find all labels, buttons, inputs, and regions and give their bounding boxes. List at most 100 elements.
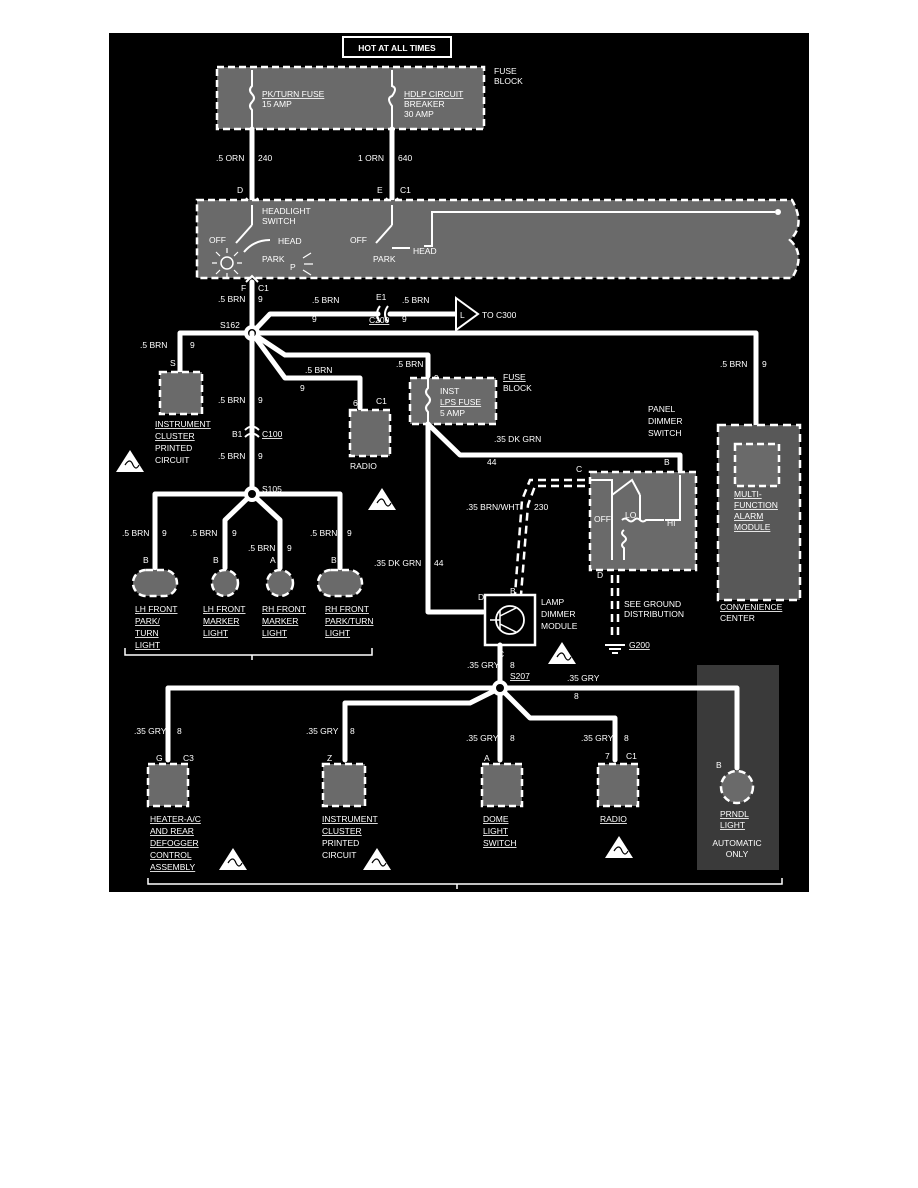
bottom-3-label-3: SWITCH bbox=[483, 838, 517, 848]
lamp-symbol-icon bbox=[220, 256, 234, 270]
fuse-pk-turn-label-2: 15 AMP bbox=[262, 99, 292, 109]
s207-right-circuit: 8 bbox=[574, 691, 579, 701]
fuse-pk-turn-symbol bbox=[249, 70, 255, 127]
radio-top-conn: C1 bbox=[376, 396, 387, 406]
lamp-dimmer-label-3: MODULE bbox=[541, 621, 578, 631]
s105-label: S105 bbox=[262, 484, 282, 494]
prndl-label-2: LIGHT bbox=[720, 820, 745, 830]
ground-label-2: DISTRIBUTION bbox=[624, 609, 684, 619]
c100-label: C100 bbox=[262, 429, 283, 439]
esd-icon bbox=[548, 642, 576, 664]
bottom-1-label-1: HEATER-A/C bbox=[150, 814, 201, 824]
wire-to-radio-bottom bbox=[497, 685, 618, 763]
headlight-switch-label-1: HEADLIGHT bbox=[262, 206, 311, 216]
light-1-label-1: LH FRONT bbox=[135, 604, 178, 614]
conv-wire-size: .5 BRN bbox=[720, 359, 747, 369]
park-rays-icon bbox=[302, 252, 313, 276]
panel-dimmer-hi: HI bbox=[667, 518, 676, 528]
inst-fuse-block-1: FUSE bbox=[503, 372, 526, 382]
rh-front-park-turn-light bbox=[316, 568, 364, 598]
wire-8-size: .35 GRY bbox=[467, 660, 500, 670]
switch-head-2: HEAD bbox=[413, 246, 437, 256]
conv-center-1: CONVENIENCE bbox=[720, 602, 783, 612]
panel-dimmer-off: OFF bbox=[594, 514, 611, 524]
prndl-label-1: PRNDL bbox=[720, 809, 749, 819]
wire-to-rh-park bbox=[249, 491, 343, 571]
heater-ac-defogger-control bbox=[146, 762, 190, 808]
radio-top-circuit: 9 bbox=[300, 383, 305, 393]
lights-bracket bbox=[124, 648, 373, 660]
automatic-only-1: AUTOMATIC bbox=[712, 838, 761, 848]
light-3-label-3: LIGHT bbox=[262, 628, 287, 638]
fuse-block-label-2: BLOCK bbox=[494, 76, 523, 86]
wire-44-to-panel-dimmer bbox=[425, 421, 683, 473]
light-2-label-1: LH FRONT bbox=[203, 604, 246, 614]
circuit-breaker-symbol bbox=[388, 70, 396, 127]
light-4-label-2: PARK/TURN bbox=[325, 616, 374, 626]
light-4-size: .5 BRN bbox=[310, 528, 337, 538]
wire-8-circuit: 8 bbox=[510, 660, 515, 670]
c200-label: C200 bbox=[369, 315, 390, 325]
panel-dimmer-pin-d: D bbox=[597, 570, 603, 580]
fuse-pk-turn-label-1: PK/TURN FUSE bbox=[262, 89, 325, 99]
lh-front-marker-light bbox=[210, 568, 240, 598]
cluster-top-pin: S bbox=[170, 358, 176, 368]
inst-fuse-symbol bbox=[425, 378, 431, 424]
hot-label: HOT AT ALL TIMES bbox=[358, 43, 436, 53]
radio-top-label: RADIO bbox=[350, 461, 377, 471]
inst-fuse-label-2: LPS FUSE bbox=[440, 397, 481, 407]
headlight-switch bbox=[195, 198, 800, 280]
fuse-block bbox=[215, 65, 486, 131]
lamp-dimmer-pin-b: B bbox=[510, 586, 516, 596]
s207-label: S207 bbox=[510, 671, 530, 681]
light-1-size: .5 BRN bbox=[122, 528, 149, 538]
bottom-3-circuit: 8 bbox=[510, 733, 515, 743]
wire-230-size: .35 BRN/WHT bbox=[466, 502, 520, 512]
light-2-pin: B bbox=[213, 555, 219, 565]
bottom-bracket bbox=[147, 878, 783, 889]
bottom-3-size: .35 GRY bbox=[466, 733, 499, 743]
light-2-circuit: 9 bbox=[232, 528, 237, 538]
wire-to-heater bbox=[165, 685, 503, 763]
c300-arrow-letter: L bbox=[460, 310, 465, 320]
radio-top-pin: 6 bbox=[353, 398, 358, 408]
radio-top-size: .5 BRN bbox=[305, 365, 332, 375]
wire-230 bbox=[513, 478, 585, 596]
wire-44-to-lamp-dimmer bbox=[425, 421, 486, 615]
inst-fuse-size: .5 BRN bbox=[396, 359, 423, 369]
esd-icon bbox=[605, 836, 633, 858]
light-1-label-3: TURN bbox=[135, 628, 159, 638]
esd-icon bbox=[363, 848, 391, 870]
switch-park-1: PARK bbox=[262, 254, 285, 264]
radio-top bbox=[348, 408, 392, 458]
b1-label: B1 bbox=[232, 429, 243, 439]
inst-fuse-label-3: 5 AMP bbox=[440, 408, 465, 418]
prndl-light bbox=[719, 769, 755, 805]
wire-240-size: .5 ORN bbox=[216, 153, 244, 163]
wire-to-radio-top bbox=[249, 330, 363, 411]
conv-label-4: MODULE bbox=[734, 522, 771, 532]
dome-light-switch bbox=[480, 762, 524, 808]
switch-arc-1 bbox=[243, 239, 271, 253]
conn-c1-bottom: C1 bbox=[258, 283, 269, 293]
wire-44-size: .35 DK GRN bbox=[494, 434, 541, 444]
lamp-left-size: .35 DK GRN bbox=[374, 558, 421, 568]
hot-label-box bbox=[342, 36, 452, 58]
esd-icon bbox=[116, 450, 144, 472]
wire-c200-circuit-1: 9 bbox=[312, 314, 317, 324]
wire-to-convenience bbox=[249, 330, 759, 445]
light-4-label-3: LIGHT bbox=[325, 628, 350, 638]
trunk-circuit-1: 9 bbox=[258, 395, 263, 405]
conv-center-2: CENTER bbox=[720, 613, 755, 623]
wire-9-top-circuit: 9 bbox=[258, 294, 263, 304]
switch-head-1: HEAD bbox=[278, 236, 302, 246]
wire-c300-size: .5 BRN bbox=[402, 295, 429, 305]
light-1-circuit: 9 bbox=[162, 528, 167, 538]
switch-terminal bbox=[775, 209, 781, 215]
cluster-top-label-2: CLUSTER bbox=[155, 431, 195, 441]
light-2-size: .5 BRN bbox=[190, 528, 217, 538]
connector-c100 bbox=[244, 425, 260, 438]
bottom-4-conn: C1 bbox=[626, 751, 637, 761]
splice-s105 bbox=[244, 486, 260, 502]
headlight-switch-label-2: SWITCH bbox=[262, 216, 296, 226]
